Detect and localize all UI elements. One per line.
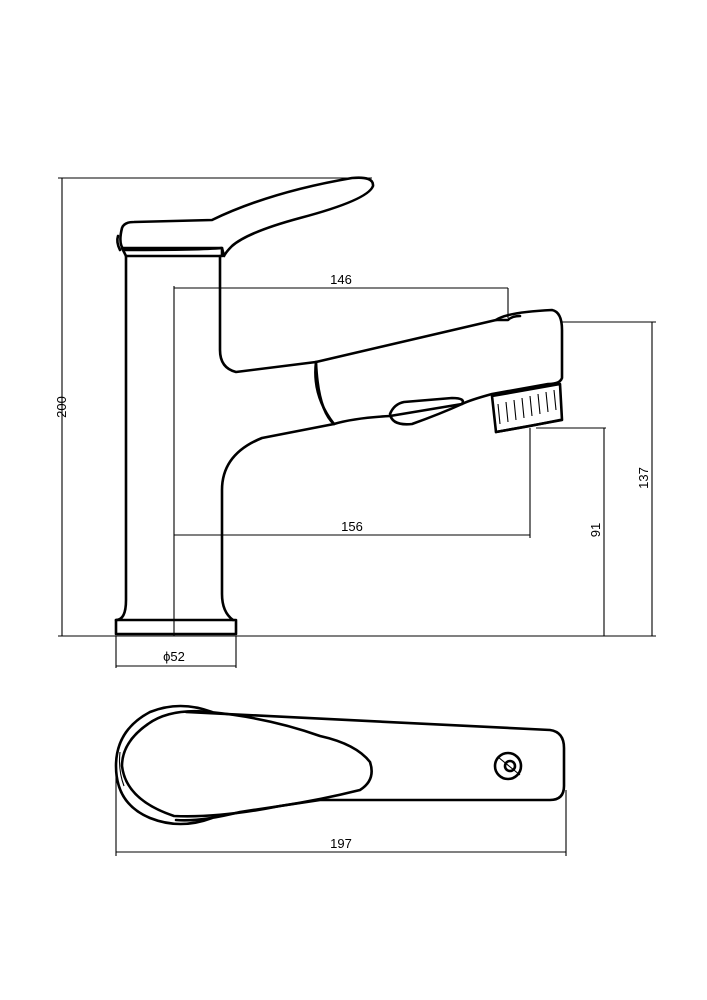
dimension-height-200: 200 xyxy=(54,177,372,636)
dimension-base-diameter: ϕ52 xyxy=(115,636,237,668)
aerator xyxy=(490,382,564,434)
handle-lever xyxy=(119,176,375,258)
dimension-height-91: 91 xyxy=(536,427,606,636)
faucet-base xyxy=(114,618,238,636)
top-aerator-outer xyxy=(493,751,523,781)
faucet-side-view xyxy=(114,176,564,636)
top-lever-outline xyxy=(120,709,373,818)
top-lever-edge xyxy=(118,751,125,787)
dimension-length-197: 197 xyxy=(115,770,567,856)
dimension-height-137: 137 xyxy=(560,321,656,636)
faucet-top-view xyxy=(114,704,566,826)
top-aerator-inner xyxy=(503,759,517,773)
handle-lever-edge xyxy=(116,234,122,252)
dimension-label: 156 xyxy=(341,519,363,534)
top-body-outline xyxy=(174,710,566,822)
faucet-cap xyxy=(120,246,224,258)
dimension-reach-156: 156 xyxy=(174,428,531,538)
dimension-label: 146 xyxy=(330,272,352,287)
spray-toggle-button xyxy=(388,396,465,426)
dimension-label: 137 xyxy=(636,467,651,489)
dimension-label: 200 xyxy=(54,396,69,418)
dimension-label: 91 xyxy=(588,523,603,537)
dimension-label: 197 xyxy=(330,836,352,851)
spray-head xyxy=(314,308,564,426)
dimension-label: ϕ52 xyxy=(163,649,185,664)
spray-head-band xyxy=(314,360,336,426)
faucet-body xyxy=(114,254,336,622)
top-aerator-mark xyxy=(497,756,521,776)
top-base-circle xyxy=(114,704,214,826)
dimension-reach-146: 146 xyxy=(174,272,509,318)
spray-head-tip xyxy=(494,314,522,322)
